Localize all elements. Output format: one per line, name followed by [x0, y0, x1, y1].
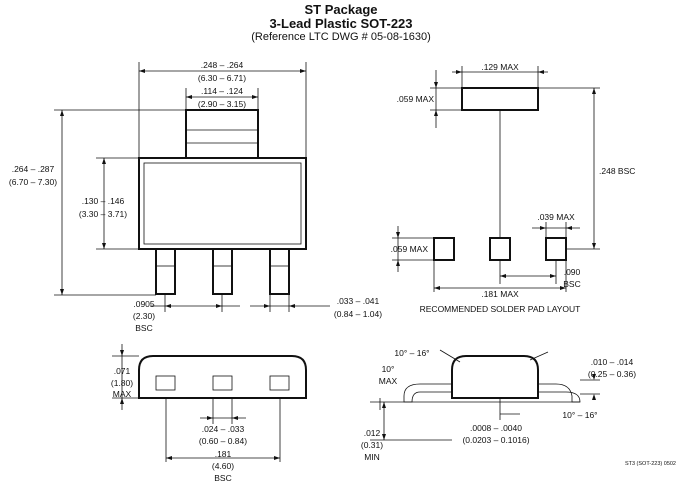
angle-left-2: MAX — [379, 376, 398, 386]
lead-width-mm: (0.84 – 1.04) — [334, 309, 382, 319]
pad-tab-width: .129 MAX — [481, 62, 519, 72]
front-span-in: .181 — [215, 449, 232, 459]
front-height-note: MAX — [113, 389, 132, 399]
standoff-in: .012 — [364, 428, 381, 438]
front-span-note: BSC — [214, 473, 231, 483]
pad-span: .248 BSC — [599, 166, 635, 176]
lead-width-in: .033 – .041 — [337, 296, 380, 306]
solder-pad-layout: .129 MAX .059 MAX .248 BSC .039 MAX .059… — [391, 62, 636, 314]
top-view: .248 – .264 (6.30 – 6.71) .114 – .124 (2… — [9, 60, 382, 333]
side-view: 10° – 16° 10° MAX .010 – .014 (0.25 – 0.… — [361, 348, 676, 467]
tab-width-mm: (2.90 – 3.15) — [198, 99, 246, 109]
foot-in: .0008 – .0040 — [470, 423, 522, 433]
angle-left-1: 10° — [382, 364, 395, 374]
standoff-mm: (0.31) — [361, 440, 383, 450]
lead-thick-in: .010 – .014 — [591, 357, 634, 367]
top-width-mm: (6.30 – 6.71) — [198, 73, 246, 83]
pad-pitch-note: BSC — [563, 279, 580, 289]
front-height-in: .071 — [114, 366, 131, 376]
body-height-in: .130 – .146 — [82, 196, 125, 206]
pad-pitch: .090 — [564, 267, 581, 277]
pad-height: .059 MAX — [391, 244, 429, 254]
drawing-subtitle: 3-Lead Plastic SOT-223 — [269, 16, 413, 31]
front-height-mm: (1.80) — [111, 378, 133, 388]
drawing-title: ST Package — [304, 2, 378, 17]
drawing-reference: (Reference LTC DWG # 05-08-1630) — [251, 31, 431, 43]
front-lead-in: .024 – .033 — [202, 424, 245, 434]
pitch-note: BSC — [135, 323, 152, 333]
top-height-in: .264 – .287 — [12, 164, 55, 174]
front-view: .071 (1.80) MAX .024 – .033 (0.60 – 0.84… — [111, 344, 307, 483]
pad-width: .039 MAX — [537, 212, 575, 222]
standoff-note: MIN — [364, 452, 380, 462]
body-height-mm: (3.30 – 3.71) — [79, 209, 127, 219]
pitch-in: .0905 — [133, 299, 155, 309]
pad-total: .181 MAX — [481, 289, 519, 299]
lead-thick-mm: (0.25 – 0.36) — [588, 369, 636, 379]
angle-right: 10° – 16° — [562, 410, 597, 420]
angle-top: 10° – 16° — [394, 348, 429, 358]
pitch-mm: (2.30) — [133, 311, 155, 321]
front-span-mm: (4.60) — [212, 461, 234, 471]
tab-width-in: .114 – .124 — [201, 86, 243, 96]
foot-mm: (0.0203 – 0.1016) — [462, 435, 529, 445]
top-height-mm: (6.70 – 7.30) — [9, 177, 57, 187]
front-lead-mm: (0.60 – 0.84) — [199, 436, 247, 446]
pad-layout-caption: RECOMMENDED SOLDER PAD LAYOUT — [420, 304, 581, 314]
drawing-code: ST3 (SOT-223) 0502 — [625, 461, 676, 467]
top-width-in: .248 – .264 — [201, 60, 244, 70]
pad-tab-height: .059 MAX — [397, 94, 435, 104]
